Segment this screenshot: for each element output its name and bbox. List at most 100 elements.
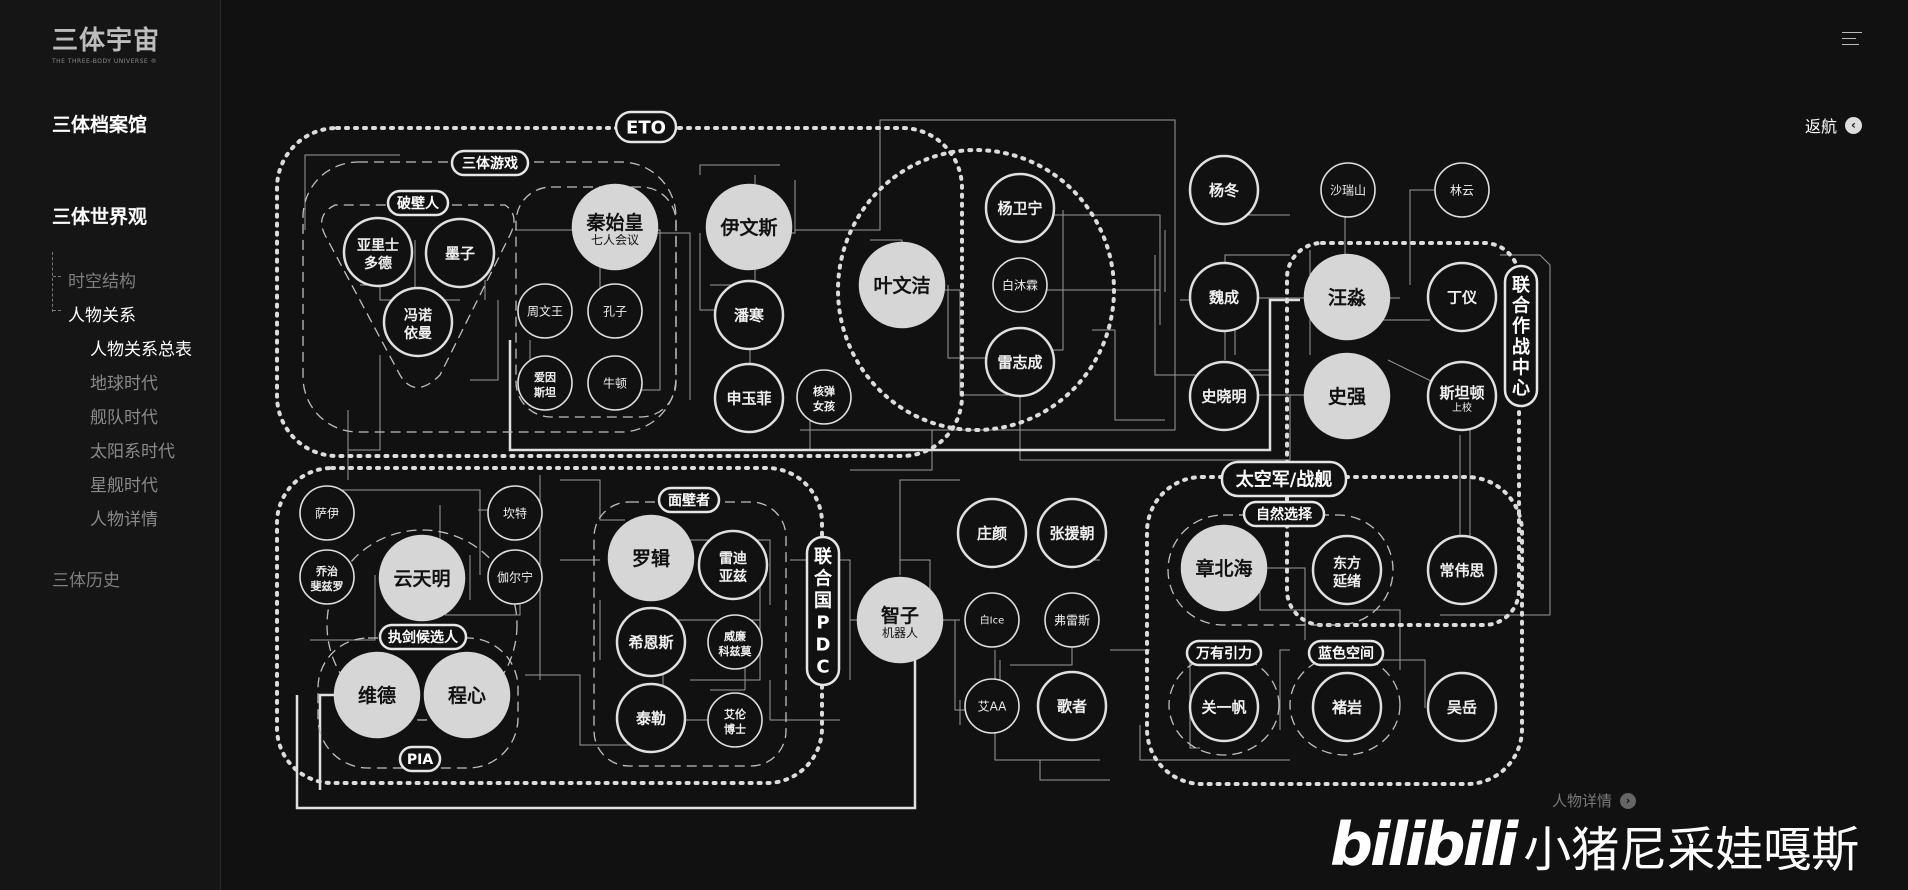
nav-subitem-earth-era[interactable]: 地球时代: [90, 374, 158, 394]
node-garanin[interactable]: 伽尔宁: [487, 549, 543, 605]
node-label: 申玉菲: [726, 389, 771, 407]
node-dingyi[interactable]: 丁仪: [1426, 261, 1498, 333]
node-circle: [299, 549, 355, 605]
nav-subitem-solar-era[interactable]: 太阳系时代: [90, 442, 175, 462]
node-shiqiang[interactable]: 史强: [1303, 352, 1391, 440]
node-newton[interactable]: 牛顿: [587, 355, 643, 411]
node-circle: [487, 485, 543, 541]
node-zhangbeihai[interactable]: 章北海: [1180, 524, 1268, 612]
node-zhangyuanchao[interactable]: 张援朝: [1036, 497, 1108, 569]
node-yuntianming[interactable]: 云天明: [378, 534, 466, 622]
nav-item-relations[interactable]: 人物关系: [68, 306, 136, 326]
node-chuyan[interactable]: 褚岩: [1311, 671, 1383, 743]
nav-worldview[interactable]: 三体世界观: [52, 206, 148, 228]
node-chengxin[interactable]: 程心: [423, 651, 511, 739]
group-label-text: 中: [1512, 356, 1530, 378]
back-button[interactable]: 返航 ‹: [1805, 113, 1862, 137]
node-circle: [1426, 671, 1498, 743]
group-label-text: 面壁者: [668, 492, 710, 509]
nav-subitem-person-detail[interactable]: 人物详情: [90, 510, 158, 530]
node-aiaa[interactable]: 艾AA: [964, 678, 1020, 734]
node-bailce[interactable]: 白Ice: [964, 592, 1020, 648]
group-label-text: 联: [814, 546, 832, 567]
node-fraise[interactable]: 弗雷斯: [1044, 592, 1100, 648]
node-zhuangyan[interactable]: 庄颜: [956, 497, 1028, 569]
group-label-frame: [398, 745, 442, 773]
node-sharuishan[interactable]: 沙瑞山: [1320, 162, 1376, 218]
node-tyler[interactable]: 泰勒: [615, 682, 687, 754]
node-wade[interactable]: 维德: [333, 651, 421, 739]
node-circle: [1188, 671, 1260, 743]
node-circle: [333, 651, 421, 739]
person-detail-link[interactable]: 人物详情 ›: [1552, 790, 1637, 811]
node-luoji[interactable]: 罗辑: [607, 514, 695, 602]
nav-subitem-fleet-era[interactable]: 舰队时代: [90, 408, 158, 428]
nav-subitem-overview[interactable]: 人物关系总表: [90, 340, 192, 360]
node-circle: [956, 497, 1028, 569]
node-wuyue[interactable]: 吴岳: [1426, 671, 1498, 743]
node-weicheng[interactable]: 魏成: [1188, 261, 1260, 333]
nav-history[interactable]: 三体历史: [52, 571, 120, 591]
group-label-text: 心: [1512, 378, 1530, 399]
node-yangweining[interactable]: 杨卫宁: [984, 172, 1056, 244]
node-yangdong[interactable]: 杨冬: [1188, 154, 1260, 226]
menu-icon[interactable]: [1842, 32, 1862, 48]
node-circle: [1426, 534, 1498, 606]
node-label: 坎特: [503, 505, 527, 520]
node-label: 弗雷斯: [1054, 613, 1090, 627]
brand-logo[interactable]: 三体宇宙 THE THREE-BODY UNIVERSE ®: [52, 20, 160, 65]
group-label-frame: [1185, 639, 1263, 667]
node-label: 机器人: [882, 626, 918, 640]
node-panhan[interactable]: 潘寒: [713, 279, 785, 351]
nav-subitem-starship-era[interactable]: 星舰时代: [90, 476, 158, 496]
group-label-text: 太空军/战舰: [1236, 468, 1333, 490]
node-leizhicheng[interactable]: 雷志成: [984, 326, 1056, 398]
person-nodes: 亚里士多德墨子冯诺依曼 秦始皇七人会议周文王孔子爱因斯坦牛顿 伊文斯潘寒申玉菲 核弹女…: [299, 154, 1498, 754]
node-mozi[interactable]: 墨子: [424, 217, 496, 289]
group-label-game: 三体游戏: [450, 149, 530, 177]
node-label: 希恩斯: [628, 633, 673, 651]
node-zhouwenwang[interactable]: 周文王: [517, 283, 573, 339]
node-linyun[interactable]: 林云: [1434, 162, 1490, 218]
node-changweisi[interactable]: 常伟思: [1426, 534, 1498, 606]
node-wangmiao[interactable]: 汪淼: [1303, 253, 1391, 341]
node-shixiaoming[interactable]: 史晓明: [1188, 360, 1260, 432]
node-sayi[interactable]: 萨伊: [299, 485, 355, 541]
nav-archive[interactable]: 三体档案馆: [52, 114, 148, 136]
group-label-frame: [1242, 500, 1326, 528]
node-shenyufei[interactable]: 申玉菲: [713, 362, 785, 434]
node-label: 庄颜: [977, 524, 1007, 542]
node-kongzi[interactable]: 孔子: [587, 283, 643, 339]
node-guanyifan[interactable]: 关一帆: [1188, 671, 1260, 743]
watermark-name: 小猪尼采娃嘎斯: [1523, 822, 1860, 878]
nav-item-spacetime[interactable]: 时空结构: [68, 272, 136, 292]
node-hines[interactable]: 希恩斯: [615, 606, 687, 678]
brand-title: 三体宇宙: [52, 26, 161, 56]
node-label: 七人会议: [591, 233, 639, 247]
node-evans[interactable]: 伊文斯: [705, 183, 793, 271]
group-label-frame: [657, 486, 721, 514]
node-kent[interactable]: 坎特: [487, 485, 543, 541]
node-circle: [378, 534, 466, 622]
group-label-bluespace: 蓝色空间: [1307, 639, 1385, 667]
node-circle: [1303, 253, 1391, 341]
node-yewenjie[interactable]: 叶文洁: [858, 241, 946, 329]
node-baimulin[interactable]: 白沐霖: [992, 257, 1048, 313]
node-circle: [1426, 261, 1498, 333]
sidebar: 三体宇宙 THE THREE-BODY UNIVERSE ® 三体档案馆 三体世…: [0, 0, 221, 890]
node-singer[interactable]: 歌者: [1036, 670, 1108, 742]
group-label-space_force: 太空军/战舰: [1220, 460, 1348, 498]
node-label: 萨伊: [315, 506, 339, 520]
